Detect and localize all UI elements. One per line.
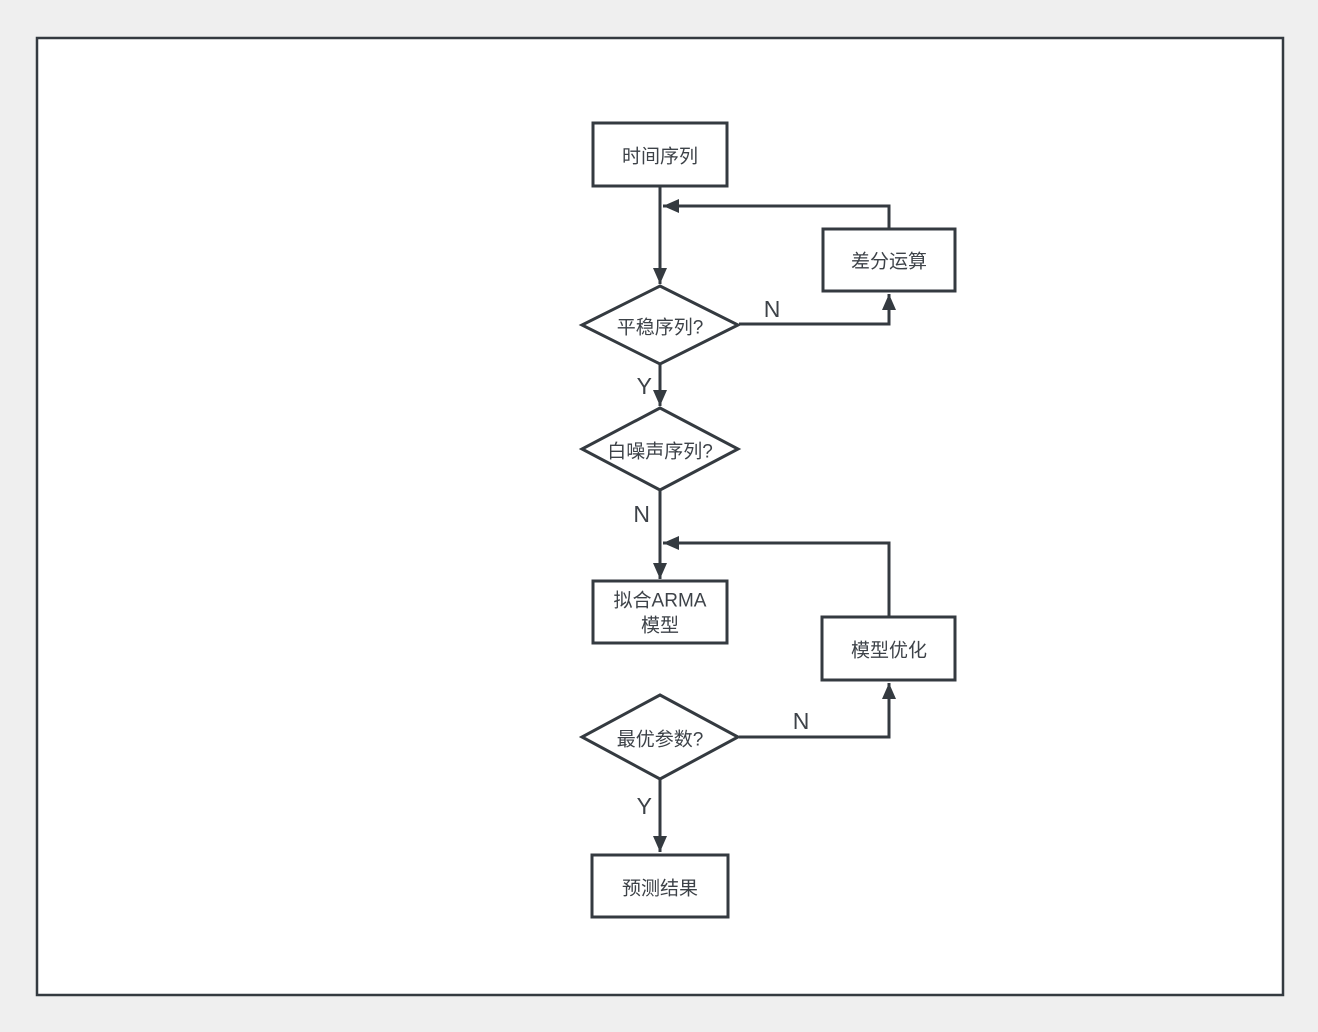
node-white-noise-check bbox=[578, 406, 742, 492]
node-white-noise-check-label: 白噪声序列? bbox=[607, 441, 713, 463]
node-time-series-label: 时间序列 bbox=[622, 146, 698, 168]
node-differencing bbox=[821, 227, 957, 293]
node-fit-arma-label-line1: 拟合ARMA bbox=[614, 590, 707, 612]
node-fit-arma-label-line2: 模型 bbox=[641, 615, 679, 637]
node-fit-arma bbox=[591, 579, 729, 645]
node-model-optimization-label: 模型优化 bbox=[851, 640, 927, 662]
node-differencing-label: 差分运算 bbox=[851, 251, 927, 273]
node-stationary-check-label: 平稳序列? bbox=[617, 317, 704, 339]
edge-optimal-no bbox=[739, 683, 896, 739]
node-forecast-result-label: 预测结果 bbox=[622, 878, 698, 900]
node-time-series bbox=[591, 121, 729, 188]
branch-label-optimal-yes: Y bbox=[637, 793, 652, 819]
branch-label-whitenoise-no: N bbox=[633, 501, 650, 527]
branch-label-optimal-no: N bbox=[793, 708, 810, 734]
node-optimal-params-check bbox=[578, 693, 742, 781]
node-forecast-result bbox=[590, 853, 730, 919]
node-optimal-params-check-label: 最优参数? bbox=[617, 729, 704, 751]
branch-label-stationary-yes: Y bbox=[637, 373, 652, 399]
edge-optimization-feedback bbox=[663, 536, 891, 617]
branch-label-stationary-no: N bbox=[764, 296, 781, 322]
node-model-optimization bbox=[820, 615, 957, 682]
node-stationary-check bbox=[578, 284, 742, 366]
edge-stationary-no bbox=[739, 294, 896, 326]
edge-differencing-feedback bbox=[663, 199, 891, 229]
